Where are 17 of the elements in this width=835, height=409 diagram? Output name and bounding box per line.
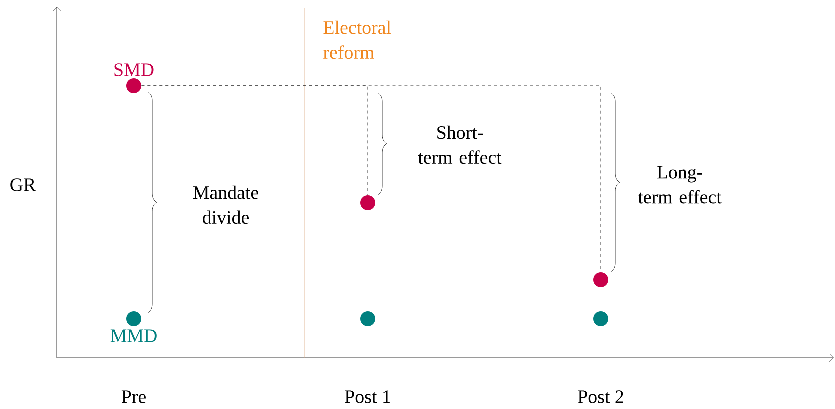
dot-label: MMD	[110, 330, 157, 342]
axis-label: GR	[10, 178, 36, 192]
dashed-connector	[142, 86, 602, 272]
dot	[594, 312, 608, 326]
dot	[126, 78, 142, 94]
brace-label: Short-term effect	[418, 126, 502, 164]
dot	[594, 272, 608, 288]
dot	[360, 312, 376, 326]
dot-label: SMD	[114, 64, 154, 76]
tick-label: Post 2	[578, 390, 624, 404]
brace-label: Mandate divide	[193, 186, 258, 224]
annotation-text: Electoral reform	[324, 20, 392, 60]
tick-label: Pre	[122, 390, 146, 404]
brace-label: Long-term effect	[638, 166, 722, 204]
dot	[360, 196, 376, 210]
tick-label: Post 1	[345, 390, 390, 404]
dot	[126, 312, 142, 326]
